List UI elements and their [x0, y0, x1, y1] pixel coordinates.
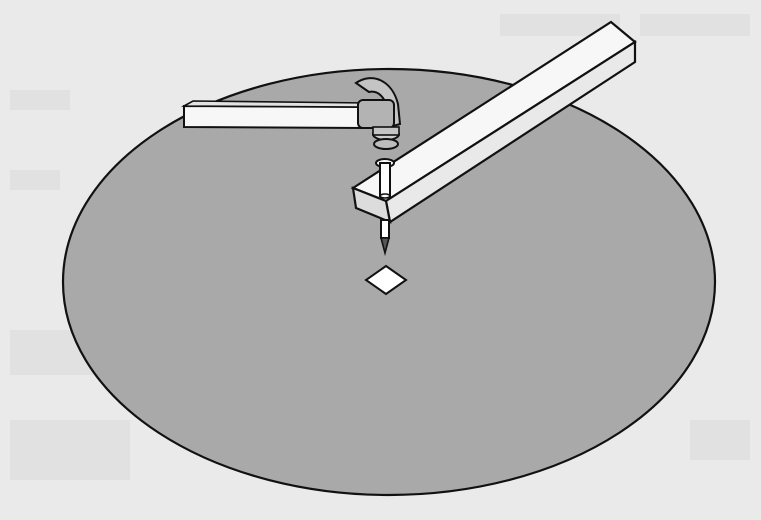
long-board: [350, 20, 637, 224]
hammer-neck: [372, 126, 400, 136]
nail-shank-upper: [379, 162, 391, 197]
hammer-handle-top: [180, 100, 370, 108]
hammer-head-collar: [357, 99, 395, 129]
hammer-icon: [180, 77, 402, 150]
nail-shank-lower: [380, 219, 390, 239]
hammer-handle: [183, 104, 366, 130]
center-marker: [364, 264, 408, 296]
hammer-face-bottom: [373, 138, 399, 150]
nail-point: [379, 237, 391, 257]
nail-shank-base: [379, 193, 391, 199]
nail-icon: [375, 158, 395, 257]
